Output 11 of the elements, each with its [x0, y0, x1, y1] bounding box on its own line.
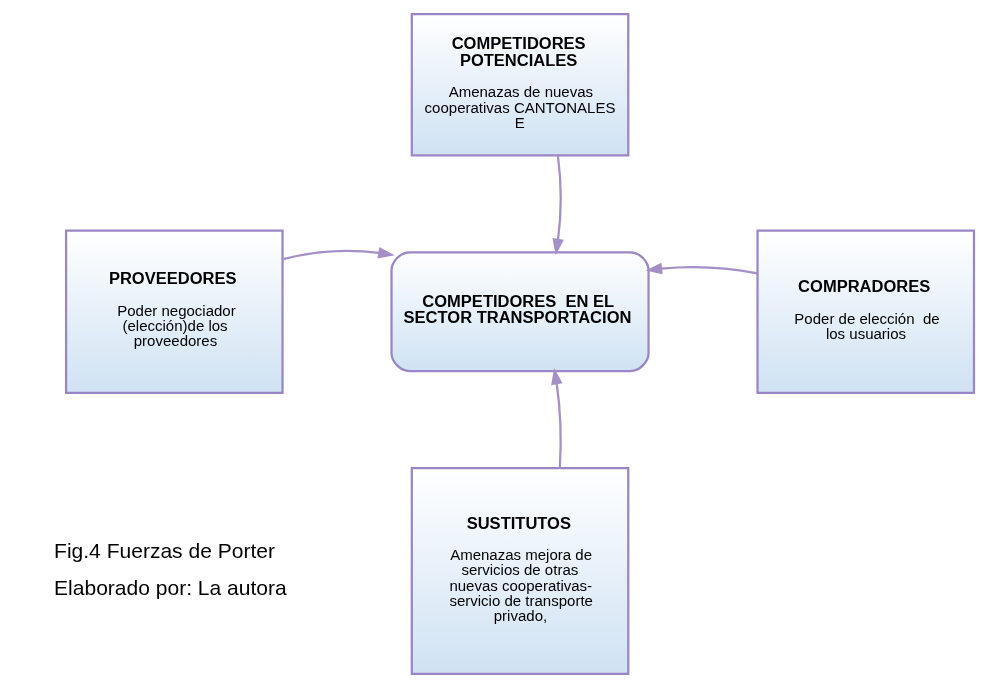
node-box: COMPETIDORES POTENCIALES Amenazas de nuevas cooperativas CANTONALES E — [410, 12, 629, 157]
node-box: PROVEEDORES Poder negociador (elección)de los proveedores — [64, 229, 284, 394]
label: Fig.4 Fuerzas de Porter — [53, 538, 275, 562]
arrow — [551, 155, 564, 256]
node-box: SUSTITUTOS Amenazas mejora de servicios de otras nuevas cooperativas- servicio de transporte privado, — [410, 466, 629, 676]
arrow — [282, 247, 395, 261]
node-box: COMPRADORES Poder de elección de los usuarios — [755, 229, 975, 394]
label: Elaborado por: La autora — [53, 576, 287, 600]
arrow — [550, 368, 563, 468]
arrow — [645, 262, 758, 275]
node-box: COMPETIDORES EN EL SECTOR TRANSPORTACION — [389, 251, 650, 373]
